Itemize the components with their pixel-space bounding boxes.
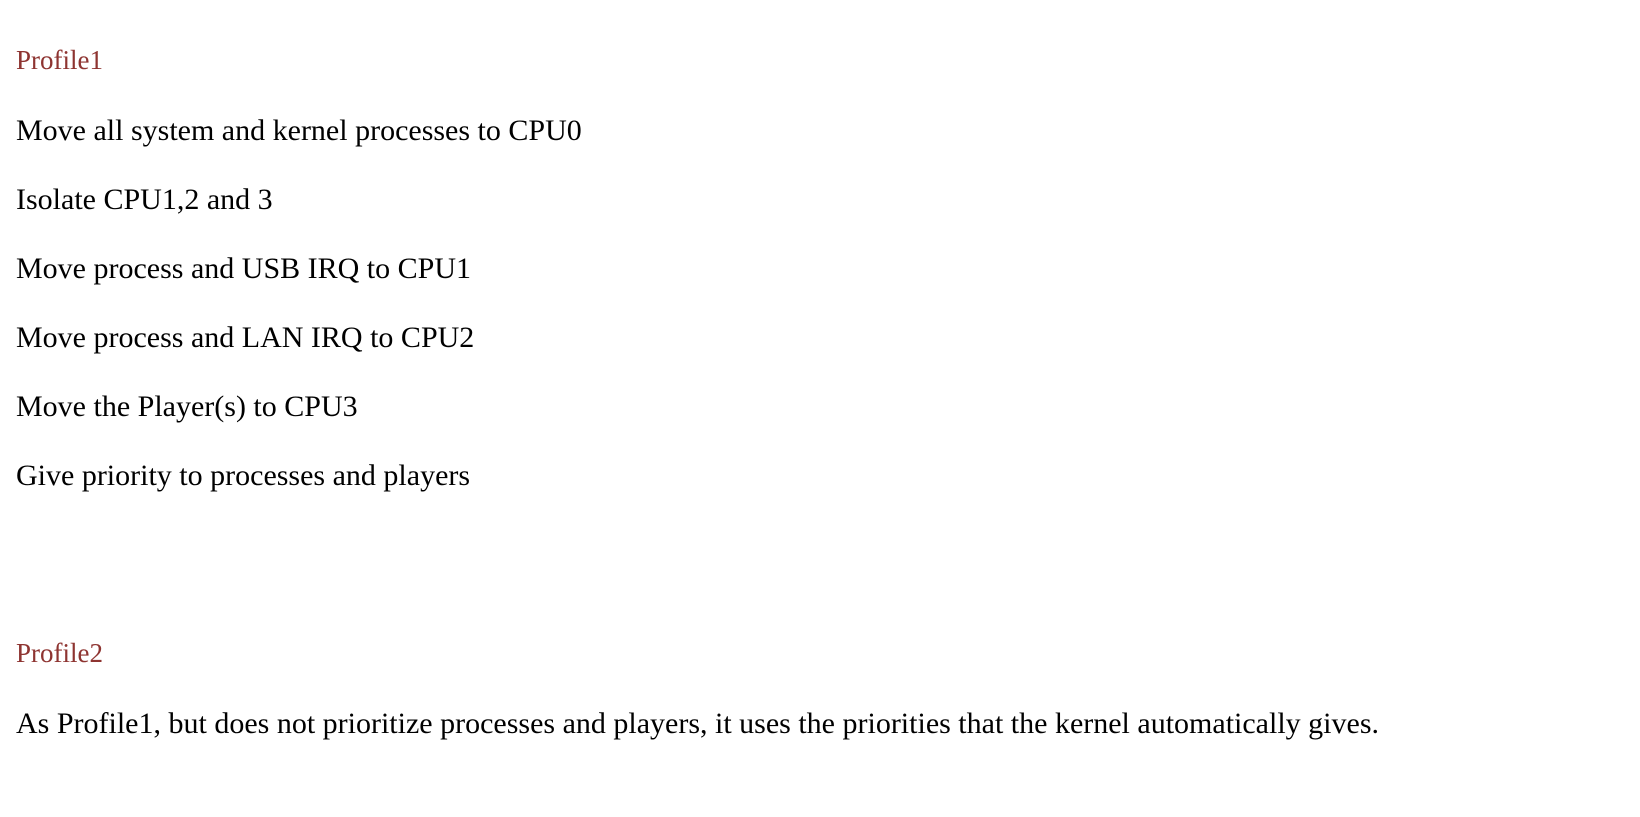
paragraph: Isolate CPU1,2 and 3 <box>16 183 273 216</box>
paragraph: Move the Player(s) to CPU3 <box>16 390 358 423</box>
section-spacer <box>16 527 1620 637</box>
paragraph: Give priority to processes and players <box>16 459 471 492</box>
document-body: Profile1 Move all system and kernel proc… <box>16 44 1620 741</box>
paragraph: Move process and LAN IRQ to CPU2 <box>16 321 475 354</box>
paragraph: Move process and USB IRQ to CPU1 <box>16 252 471 285</box>
section-heading-profile1: Profile1 <box>16 45 103 75</box>
paragraph: Move all system and kernel processes to … <box>16 114 582 147</box>
section-profile1: Profile1 Move all system and kernel proc… <box>16 44 1620 493</box>
section-profile2: Profile2 As Profile1, but does not prior… <box>16 637 1620 741</box>
paragraph: As Profile1, but does not prioritize pro… <box>16 707 1379 740</box>
section-heading-profile2: Profile2 <box>16 638 103 668</box>
